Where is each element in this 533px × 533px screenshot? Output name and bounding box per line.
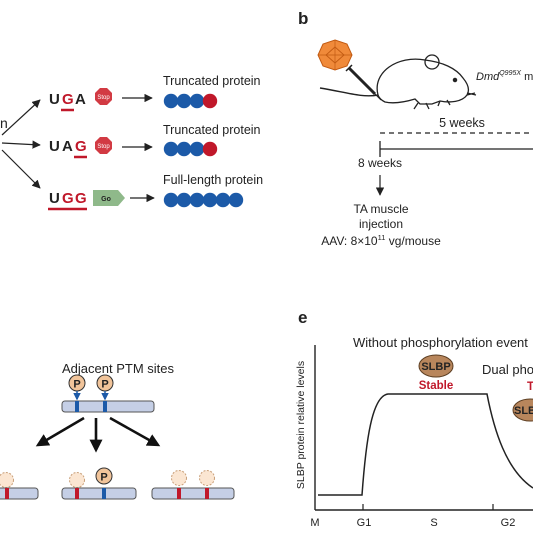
duration-label: 5 weeks <box>439 116 485 130</box>
procedure-line-2: injection <box>359 217 403 231</box>
codon-row-uga: U G A Stop Truncated protein <box>49 74 261 112</box>
phase-label: G1 <box>357 517 372 529</box>
phospho-group-icon <box>95 467 113 485</box>
row-result-label: Truncated protein <box>163 74 261 88</box>
panel-e-letter: e <box>298 308 307 327</box>
panel-a: n U G A Stop Truncated protein U A G <box>0 74 263 211</box>
branch-arrow-3 <box>1 149 41 189</box>
slbp-state-label: Stable <box>419 380 454 392</box>
phase-label: G2 <box>501 517 516 529</box>
protein-bead-blue <box>163 141 179 157</box>
site-mark-red <box>75 488 79 499</box>
phospho-label: P <box>101 379 108 391</box>
panel-e: e Without phosphorylation event SLBP pro… <box>295 308 533 529</box>
protein-bead-blue <box>202 192 218 208</box>
codon-letter: U <box>49 91 60 108</box>
codon-letter: U <box>49 190 60 207</box>
go-sign-label: Go <box>101 196 111 203</box>
branch-arrow-2 <box>1 140 41 149</box>
panel-a-left-label: n <box>0 115 8 131</box>
aav-virus-icon <box>317 39 353 71</box>
phase-label: M <box>310 517 319 529</box>
y-axis-label: SLBP protein relative levels <box>295 361 307 489</box>
branch-arrow-1 <box>1 99 41 136</box>
codon-letter: G <box>62 91 74 108</box>
row-result-label: Truncated protein <box>163 123 261 137</box>
site-mark-blue <box>103 401 107 412</box>
mouse-model-label: DmdQ995X mo <box>476 70 533 83</box>
site-mark-blue <box>102 488 106 499</box>
codon-letter: G <box>75 190 87 207</box>
protein-bead-blue <box>163 93 179 109</box>
phospho-label: P <box>100 472 107 484</box>
protein-bead-blue <box>176 141 192 157</box>
procedure-line-1: TA muscle <box>353 202 408 216</box>
substrate-bar <box>0 487 39 500</box>
protein-bead-blue <box>189 93 205 109</box>
substrate-bar <box>151 487 235 500</box>
protein-bead-blue <box>189 192 205 208</box>
site-mark-red <box>205 488 209 499</box>
codon-letter: A <box>75 91 86 108</box>
slbp-label: SLB <box>514 405 533 417</box>
mouse-illustration <box>319 54 477 110</box>
right-state-label: T <box>527 381 533 393</box>
outcome-arrow-right <box>109 416 161 447</box>
codon-letter: U <box>49 138 60 155</box>
protein-bead-red <box>202 141 218 157</box>
stop-sign-icon <box>95 137 112 154</box>
codon-letter: A <box>62 138 73 155</box>
site-mark-red <box>5 488 9 499</box>
codon-letter: G <box>62 190 74 207</box>
protein-bead-blue <box>163 192 179 208</box>
panel-d: Adjacent PTM sites P P P <box>0 361 235 500</box>
protein-bead-blue <box>215 192 231 208</box>
substrate-bar <box>61 400 155 413</box>
phospho-ghost-icon <box>0 472 14 488</box>
panel-e-right-title: Dual phos <box>482 362 533 377</box>
slbp-level-curve <box>318 393 533 496</box>
slbp-label: SLBP <box>421 361 450 373</box>
codon-row-ugg: U G G Go Full-length protein <box>48 173 263 211</box>
row-result-label: Full-length protein <box>163 173 263 187</box>
phase-label: S <box>430 517 437 529</box>
stop-sign-icon <box>95 88 112 105</box>
panel-b-letter: b <box>298 9 308 28</box>
site-mark-red <box>177 488 181 499</box>
phospho-label: P <box>73 379 80 391</box>
codon-row-uag: U A G Stop Truncated protein <box>49 123 261 159</box>
panel-d-title: Adjacent PTM sites <box>62 361 174 376</box>
codon-letter: G <box>75 138 87 155</box>
protein-bead-blue <box>176 93 192 109</box>
outcome-arrow-left <box>35 416 85 447</box>
protein-bead-blue <box>189 141 205 157</box>
panel-e-title: Without phosphorylation event <box>353 335 528 350</box>
slbp-protein-icon <box>418 354 454 378</box>
protein-bead-blue <box>176 192 192 208</box>
phospho-ghost-icon <box>69 472 85 488</box>
site-mark-blue <box>75 401 79 412</box>
protein-bead-red <box>202 93 218 109</box>
dose-label: AAV: 8×1011 vg/mouse <box>321 233 441 248</box>
age-label: 8 weeks <box>358 156 402 170</box>
stop-sign-label: Stop <box>97 95 110 101</box>
phospho-ghost-icon <box>171 470 187 486</box>
panel-b: b DmdQ995X mo 5 weeks 8 weeks <box>298 9 533 248</box>
protein-bead-blue <box>228 192 244 208</box>
stop-sign-label: Stop <box>97 144 110 150</box>
slbp-protein-icon <box>512 398 533 422</box>
go-sign-icon <box>93 190 125 206</box>
substrate-bar <box>61 487 137 500</box>
phospho-ghost-icon <box>199 470 215 486</box>
